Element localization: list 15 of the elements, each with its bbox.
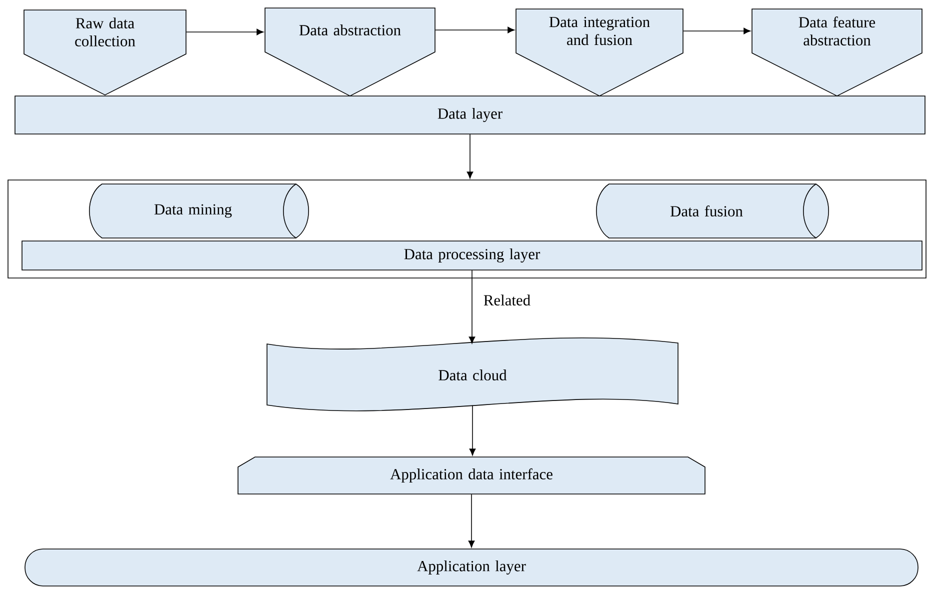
arrow [683,28,751,34]
pentagon-box: Raw data collection [24,10,186,96]
arrow [468,270,476,344]
arrow [469,404,476,456]
interface-box: Application data interface [238,456,706,494]
pentagon-box: Data feature abstraction [752,8,922,96]
pentagon-box: Data integration and fusion [516,8,684,96]
layer-band: Data processing layer [22,240,922,270]
arrow [468,494,475,548]
arrow [466,134,474,179]
edge-label: Related [484,294,530,306]
pentagon-box: Data abstraction [264,8,436,96]
arrow [186,28,264,36]
arrow [435,26,515,34]
group-frame [8,180,926,278]
